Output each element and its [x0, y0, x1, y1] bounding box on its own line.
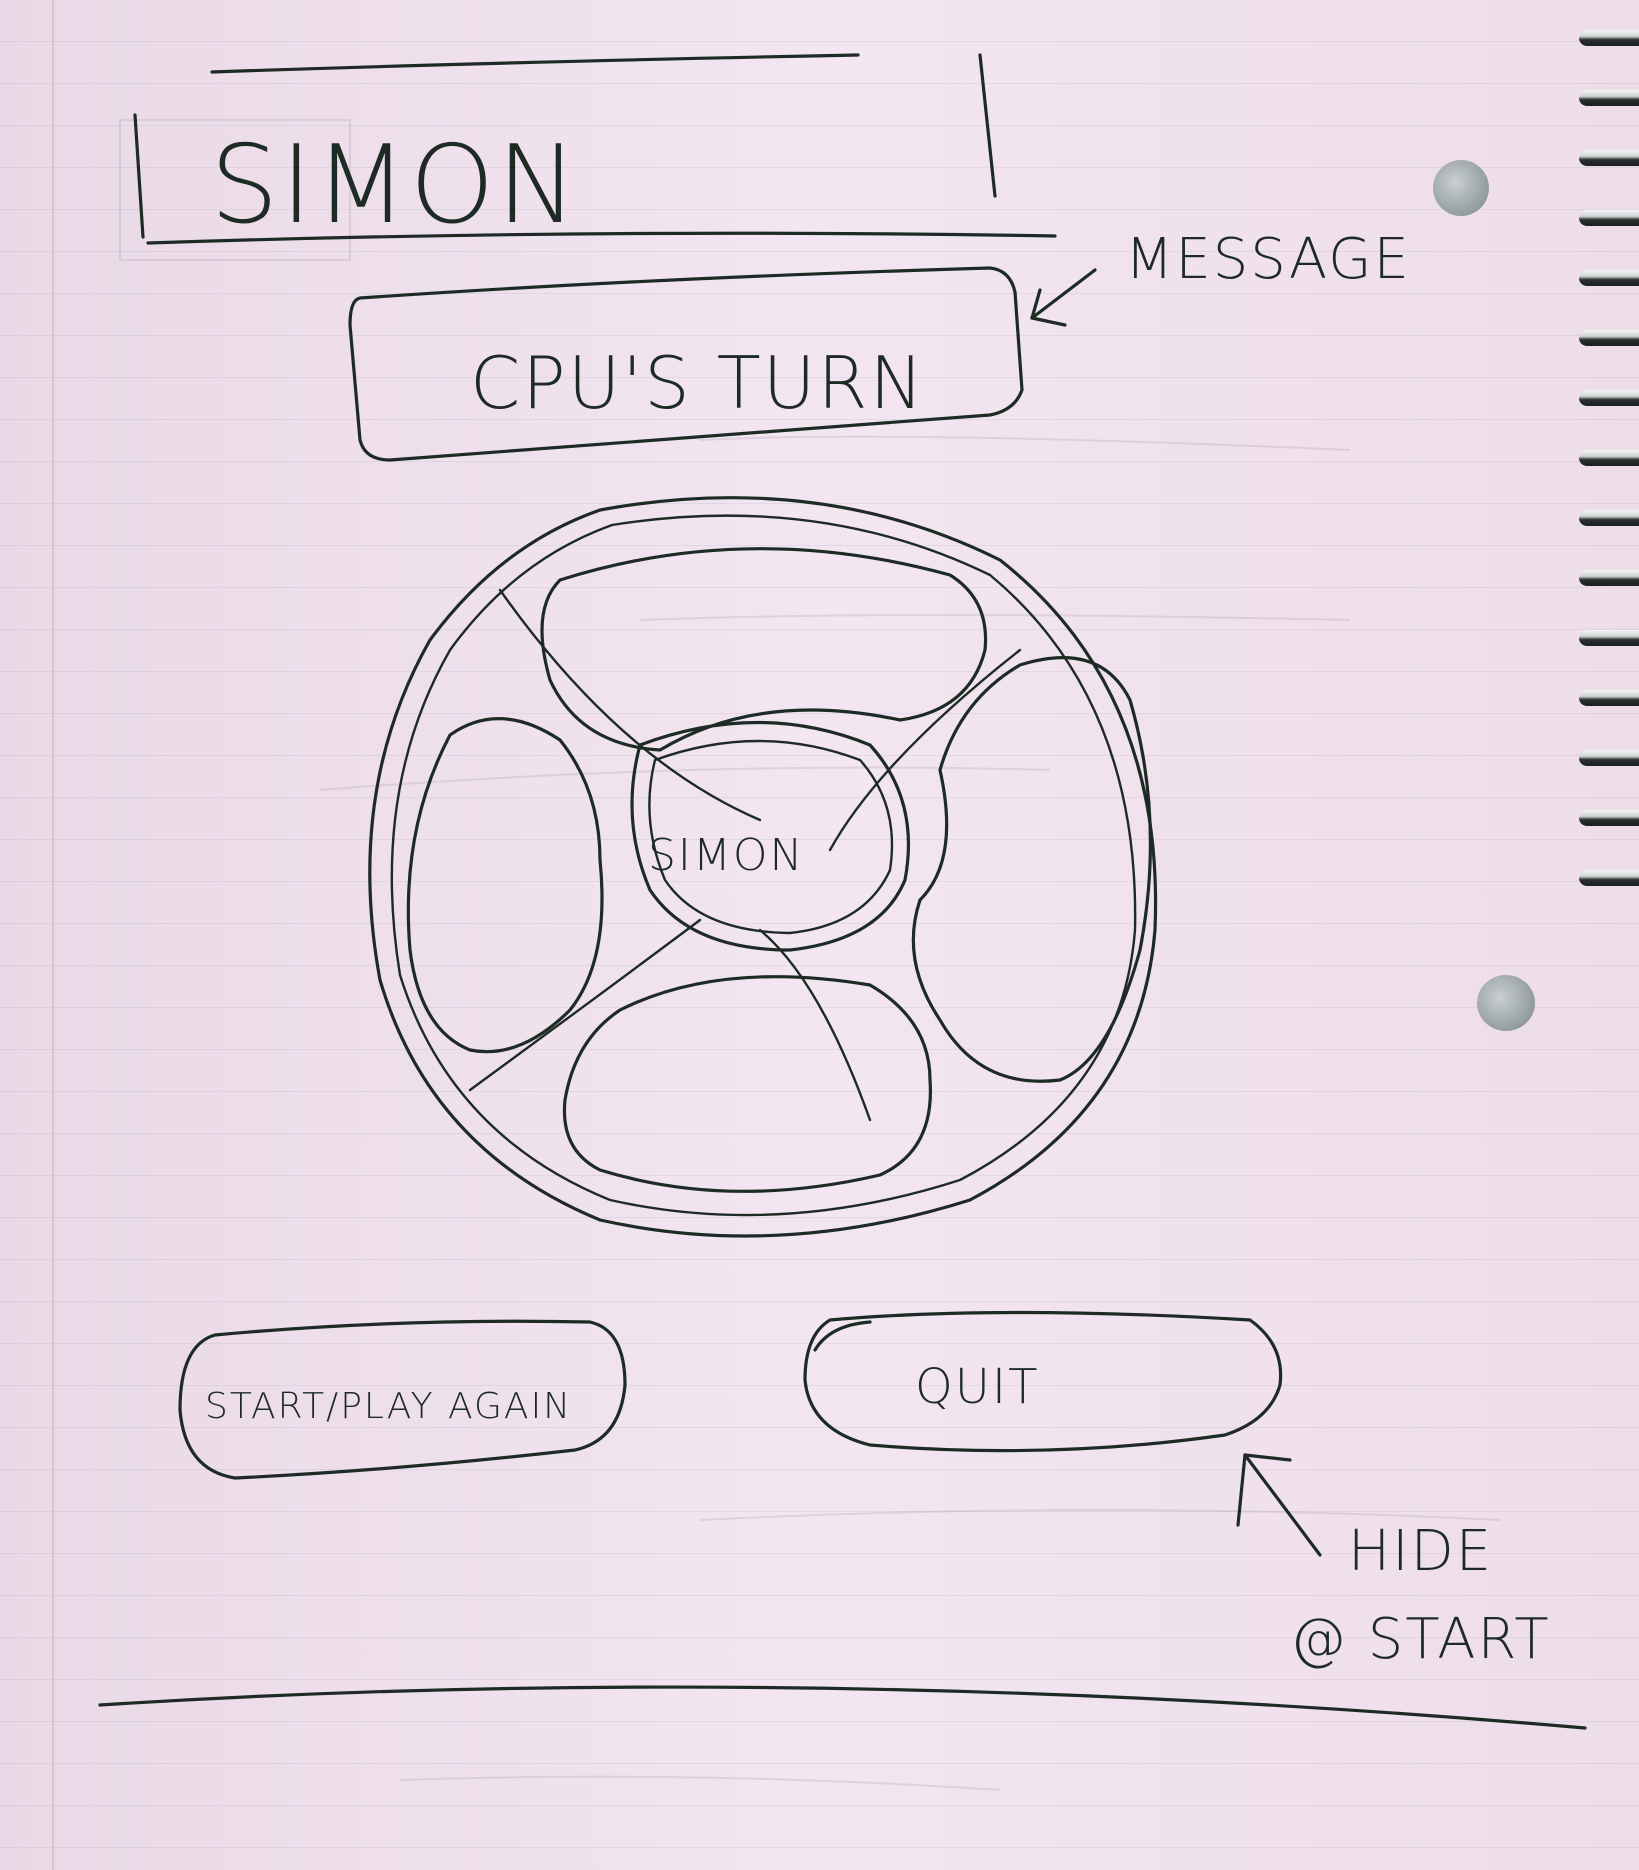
- binder-hole-middle: [1477, 975, 1535, 1031]
- right-pad[interactable]: [911, 656, 1152, 1083]
- start-button-label: START/PLAY AGAIN: [205, 1386, 572, 1427]
- message-text: CPU'S TURN: [470, 341, 925, 425]
- margin-line: [52, 0, 54, 1870]
- start-button[interactable]: START/PLAY AGAIN: [178, 1319, 627, 1480]
- quit-annotation: HIDE @ START: [1236, 1453, 1551, 1672]
- message-annotation: MESSAGE: [1030, 227, 1411, 327]
- message-annotation-label: MESSAGE: [1125, 227, 1411, 292]
- left-pad[interactable]: [406, 717, 604, 1054]
- bottom-pad[interactable]: [562, 975, 933, 1193]
- app-title: SIMON: [210, 123, 579, 248]
- title-box: SIMON: [133, 53, 1057, 248]
- simon-board: SIMON: [368, 496, 1158, 1238]
- quit-button[interactable]: QUIT: [803, 1310, 1283, 1453]
- quit-annotation-line1: HIDE: [1348, 1519, 1493, 1584]
- arrow-icon: [1030, 268, 1097, 320]
- top-pad[interactable]: [540, 547, 988, 752]
- quit-annotation-line2: @ START: [1290, 1607, 1551, 1672]
- binder-hole-top: [1433, 160, 1489, 216]
- arrow-icon: [1243, 1453, 1322, 1557]
- bottom-divider: [98, 1685, 1587, 1730]
- message-box: CPU'S TURN: [348, 266, 1024, 462]
- board-outer-ring: [368, 496, 1158, 1238]
- board-center-label: SIMON: [648, 830, 804, 881]
- quit-button-label: QUIT: [915, 1359, 1039, 1415]
- center-hub: [630, 720, 911, 952]
